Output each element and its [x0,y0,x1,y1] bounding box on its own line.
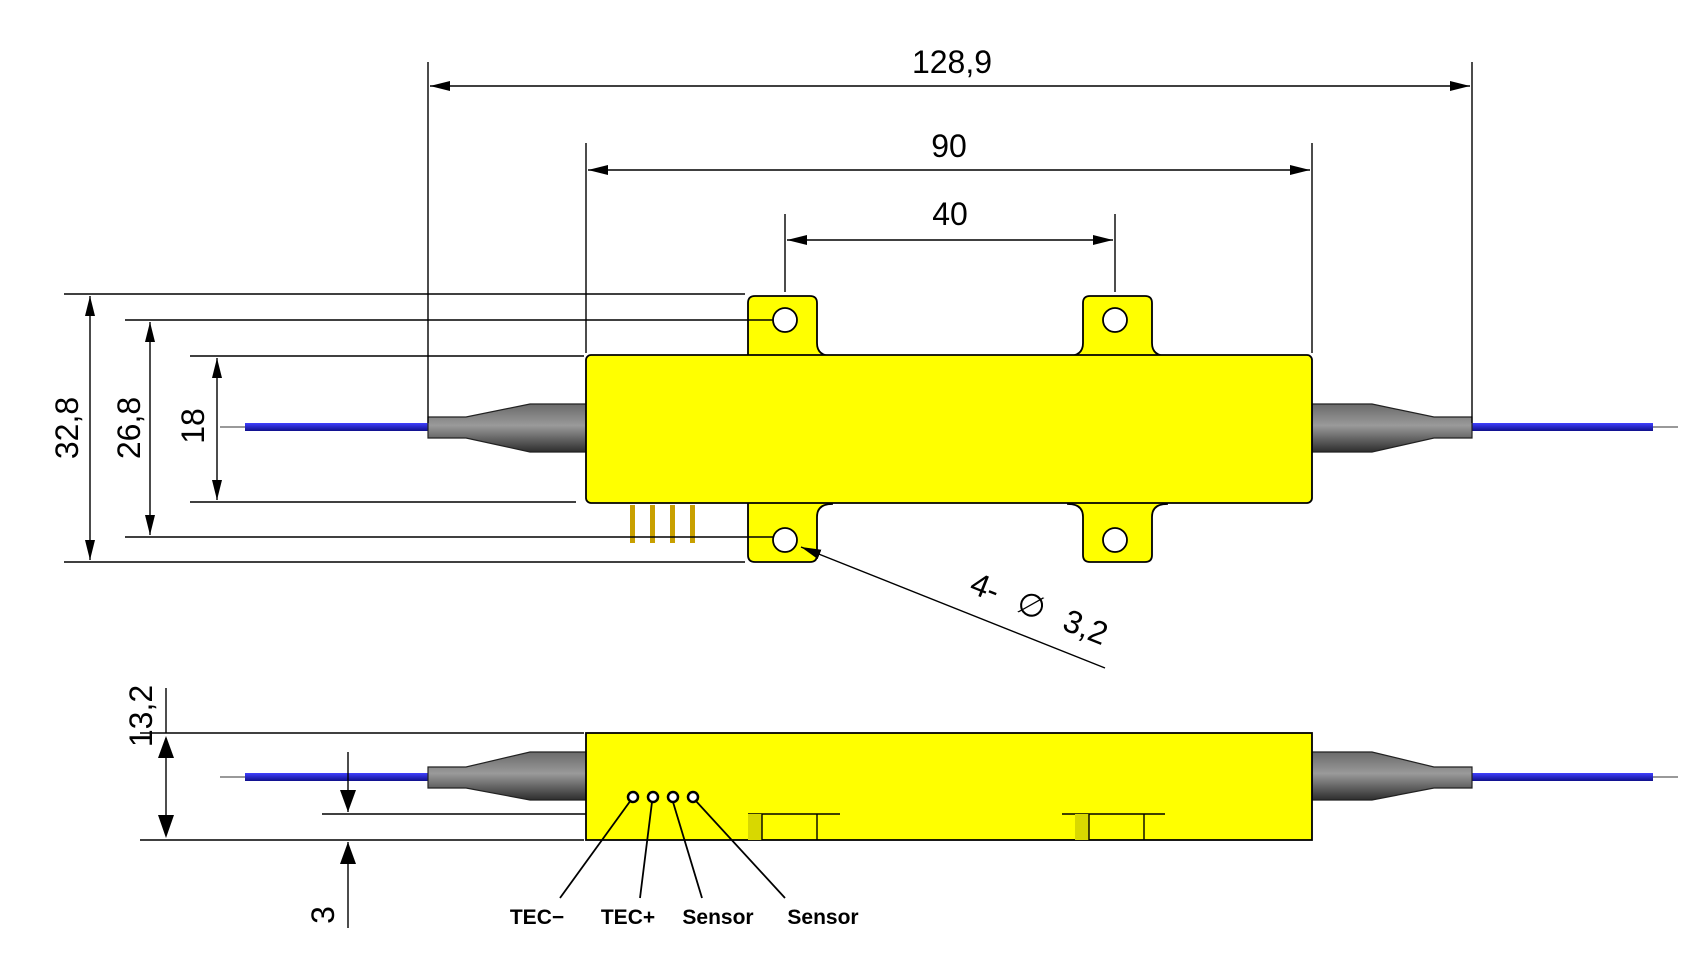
right-fiber-boot [1311,403,1473,453]
dim-overall-length-value: 128,9 [912,44,992,80]
dim-body-width: 18 [175,358,222,500]
dim-overall-length: 128,9 [427,44,1473,423]
pins-top [630,505,695,543]
left-fiber-side [220,773,430,781]
hole-diameter: 3,2 [1058,602,1113,652]
right-fiber-side [1468,773,1678,781]
dim-body-height: 13,2 [123,685,174,838]
top-view: 128,9 90 40 32,8 26, [49,44,1678,669]
pin-leaders [559,799,786,899]
left-fiber-boot-side [427,751,589,801]
dim-total-width-value: 32,8 [49,397,85,459]
dim-hole-spacing: 40 [784,196,1116,292]
right-fiber [1468,423,1678,431]
right-fiber-boot-side [1311,751,1473,801]
diameter-symbol: ∅ [1012,584,1051,628]
dim-body-height-value: 13,2 [123,685,159,747]
dim-hole-row-spacing: 26,8 [111,322,155,535]
hole-qty: 4- [965,565,1005,609]
dim-total-width: 32,8 [49,296,95,560]
module-body-side [585,732,1313,841]
dim-pin-height: 3 [305,752,356,928]
pin-label-tec-minus: TEC− [510,906,564,929]
side-view: TEC− TEC+ Sensor Sensor 13,2 3 [123,685,1678,929]
dim-hole-row-spacing-value: 26,8 [111,397,147,459]
flanges-side [748,813,1165,840]
dim-body-width-value: 18 [175,408,211,444]
pin-label-sensor-2: Sensor [787,906,858,929]
left-fiber-boot [427,403,589,453]
left-fiber [220,423,430,431]
hole-callout: 4- ∅ 3,2 [800,546,1113,669]
dim-pin-height-value: 3 [305,906,341,924]
dim-body-length: 90 [585,128,1313,353]
module-body-top [585,354,1313,504]
pin-label-sensor-1: Sensor [682,906,753,929]
mounting-holes [772,307,1128,553]
dim-body-length-value: 90 [931,128,967,164]
dim-hole-spacing-value: 40 [932,196,968,232]
pin-label-tec-plus: TEC+ [601,906,655,929]
